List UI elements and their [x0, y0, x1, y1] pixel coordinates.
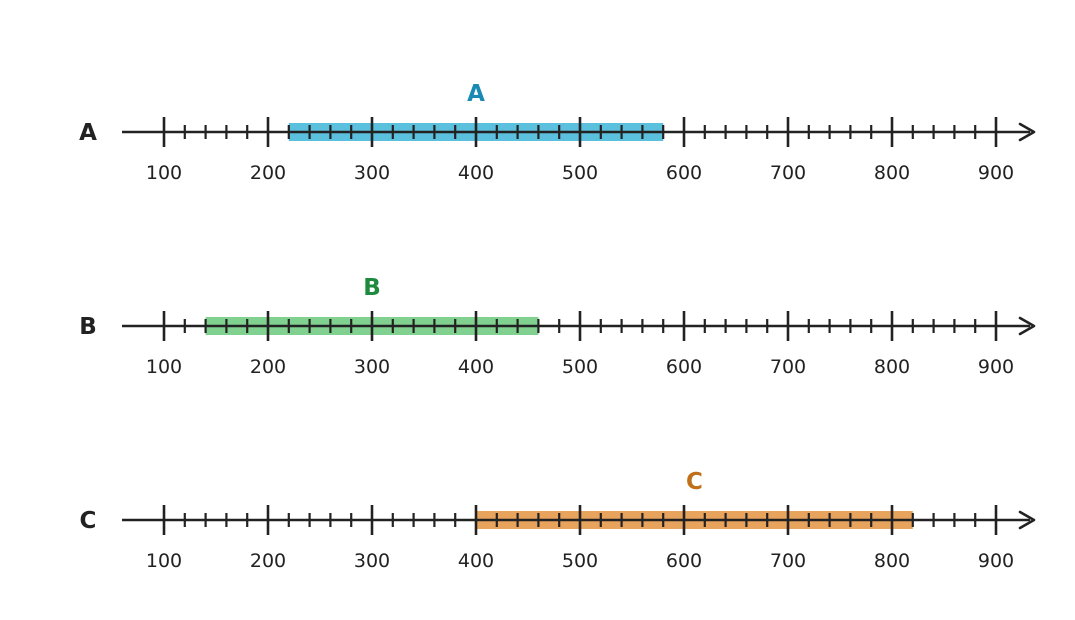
number-line-row-a: A 100 200 300 400 500 600 700 800 900 A [79, 81, 1036, 184]
tick-label: 900 [978, 550, 1014, 572]
tick-label: 700 [770, 162, 806, 184]
tick-label: 300 [354, 550, 390, 572]
tick-label: 800 [874, 550, 910, 572]
tick-label: 200 [250, 356, 286, 378]
tick-label: 100 [146, 162, 182, 184]
tick-label: 900 [978, 162, 1014, 184]
axis-arrowhead [1018, 510, 1036, 530]
tick-label: 700 [770, 550, 806, 572]
tick-label: 900 [978, 356, 1014, 378]
interval-label: A [467, 81, 485, 107]
axis-arrowhead [1018, 316, 1036, 336]
tick-label: 600 [666, 162, 702, 184]
tick-label: 500 [562, 162, 598, 184]
tick-label: 300 [354, 356, 390, 378]
row-label: C [80, 508, 97, 534]
number-line-row-c: C 100 200 300 400 500 600 700 800 900 C [80, 469, 1036, 572]
row-label: B [79, 314, 97, 340]
tick-label: 500 [562, 550, 598, 572]
tick-label: 300 [354, 162, 390, 184]
tick-label: 400 [458, 550, 494, 572]
tick-label: 400 [458, 356, 494, 378]
axis-arrowhead [1018, 122, 1036, 142]
tick-label: 800 [874, 162, 910, 184]
tick-label: 200 [250, 162, 286, 184]
row-label: A [79, 120, 97, 146]
tick-label: 100 [146, 356, 182, 378]
tick-label: 700 [770, 356, 806, 378]
interval-label: C [686, 469, 703, 495]
tick-label: 800 [874, 356, 910, 378]
interval-label: B [363, 275, 381, 301]
tick-label: 600 [666, 550, 702, 572]
tick-label: 200 [250, 550, 286, 572]
tick-label: 400 [458, 162, 494, 184]
tick-label: 500 [562, 356, 598, 378]
tick-label: 600 [666, 356, 702, 378]
number-line-row-b: B 100 200 300 400 500 600 700 800 900 B [79, 275, 1036, 378]
tick-label: 100 [146, 550, 182, 572]
